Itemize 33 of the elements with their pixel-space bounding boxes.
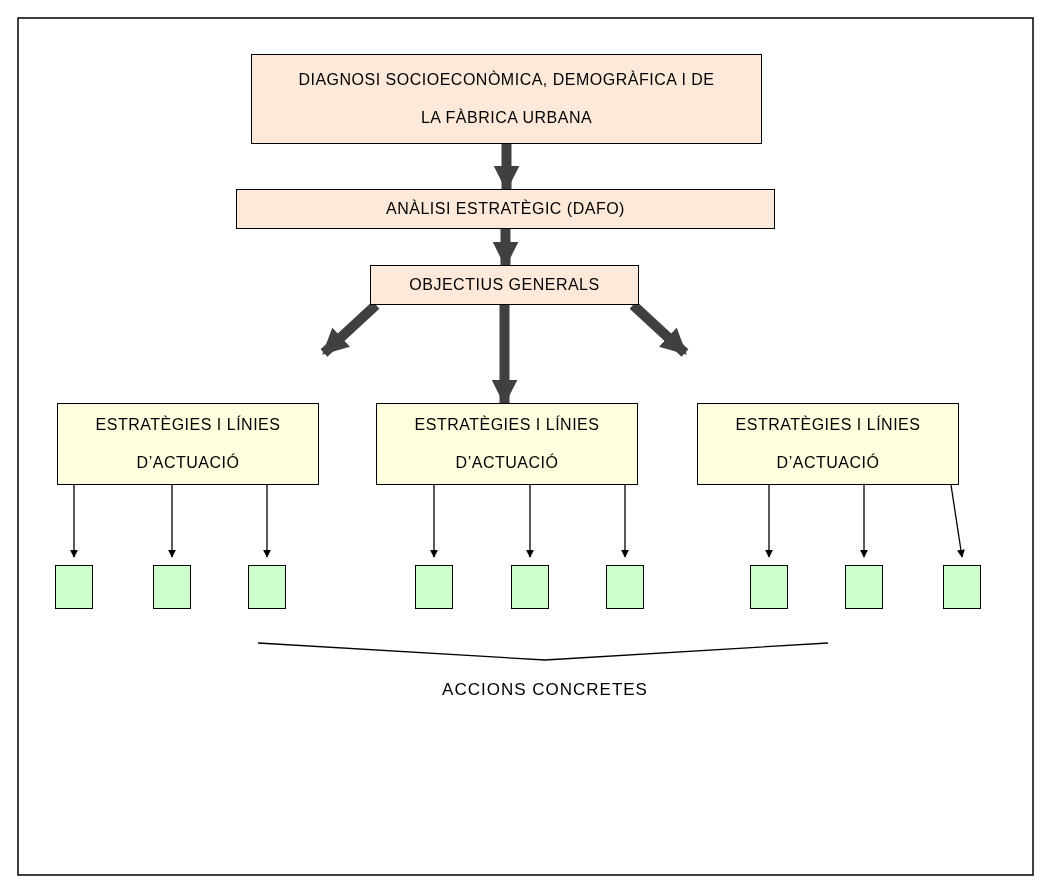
arrow [860,484,868,558]
action-square [153,565,191,609]
box-text: OBJECTIUS GENERALS [408,275,601,295]
strategy-box [697,403,959,485]
arrow [263,484,271,558]
arrow [526,484,534,558]
action-square [248,565,286,609]
box-text: ESTRATÈGIES I LÍNIES D’ACTUACIÓ [94,414,282,473]
action-square [511,565,549,609]
action-square [943,565,981,609]
process-box [251,54,762,144]
box-text: ESTRATÈGIES I LÍNIES D’ACTUACIÓ [413,414,601,473]
strategy-box [376,403,638,485]
action-square [750,565,788,609]
arrow [430,484,438,558]
box-text: ANÀLISI ESTRATÈGIC (DAFO) [385,198,626,219]
box-text: ESTRATÈGIES I LÍNIES D’ACTUACIÓ [734,414,922,473]
arrow [629,301,689,357]
arrow [168,484,176,558]
group-label: ACCIONS CONCRETES [442,680,648,700]
arrow [70,484,78,558]
arrow [320,301,380,357]
box-text: DIAGNOSI SOCIOECONÒMICA, DEMOGRÀFICA I DE LA FÀBRICA URBANA [297,69,716,128]
action-square [845,565,883,609]
strategy-box [57,403,319,485]
arrow [950,484,965,558]
arrow [621,484,629,558]
process-box [370,265,639,305]
arrow [765,484,773,558]
process-box [236,189,775,229]
action-square [55,565,93,609]
action-square [415,565,453,609]
action-square [606,565,644,609]
